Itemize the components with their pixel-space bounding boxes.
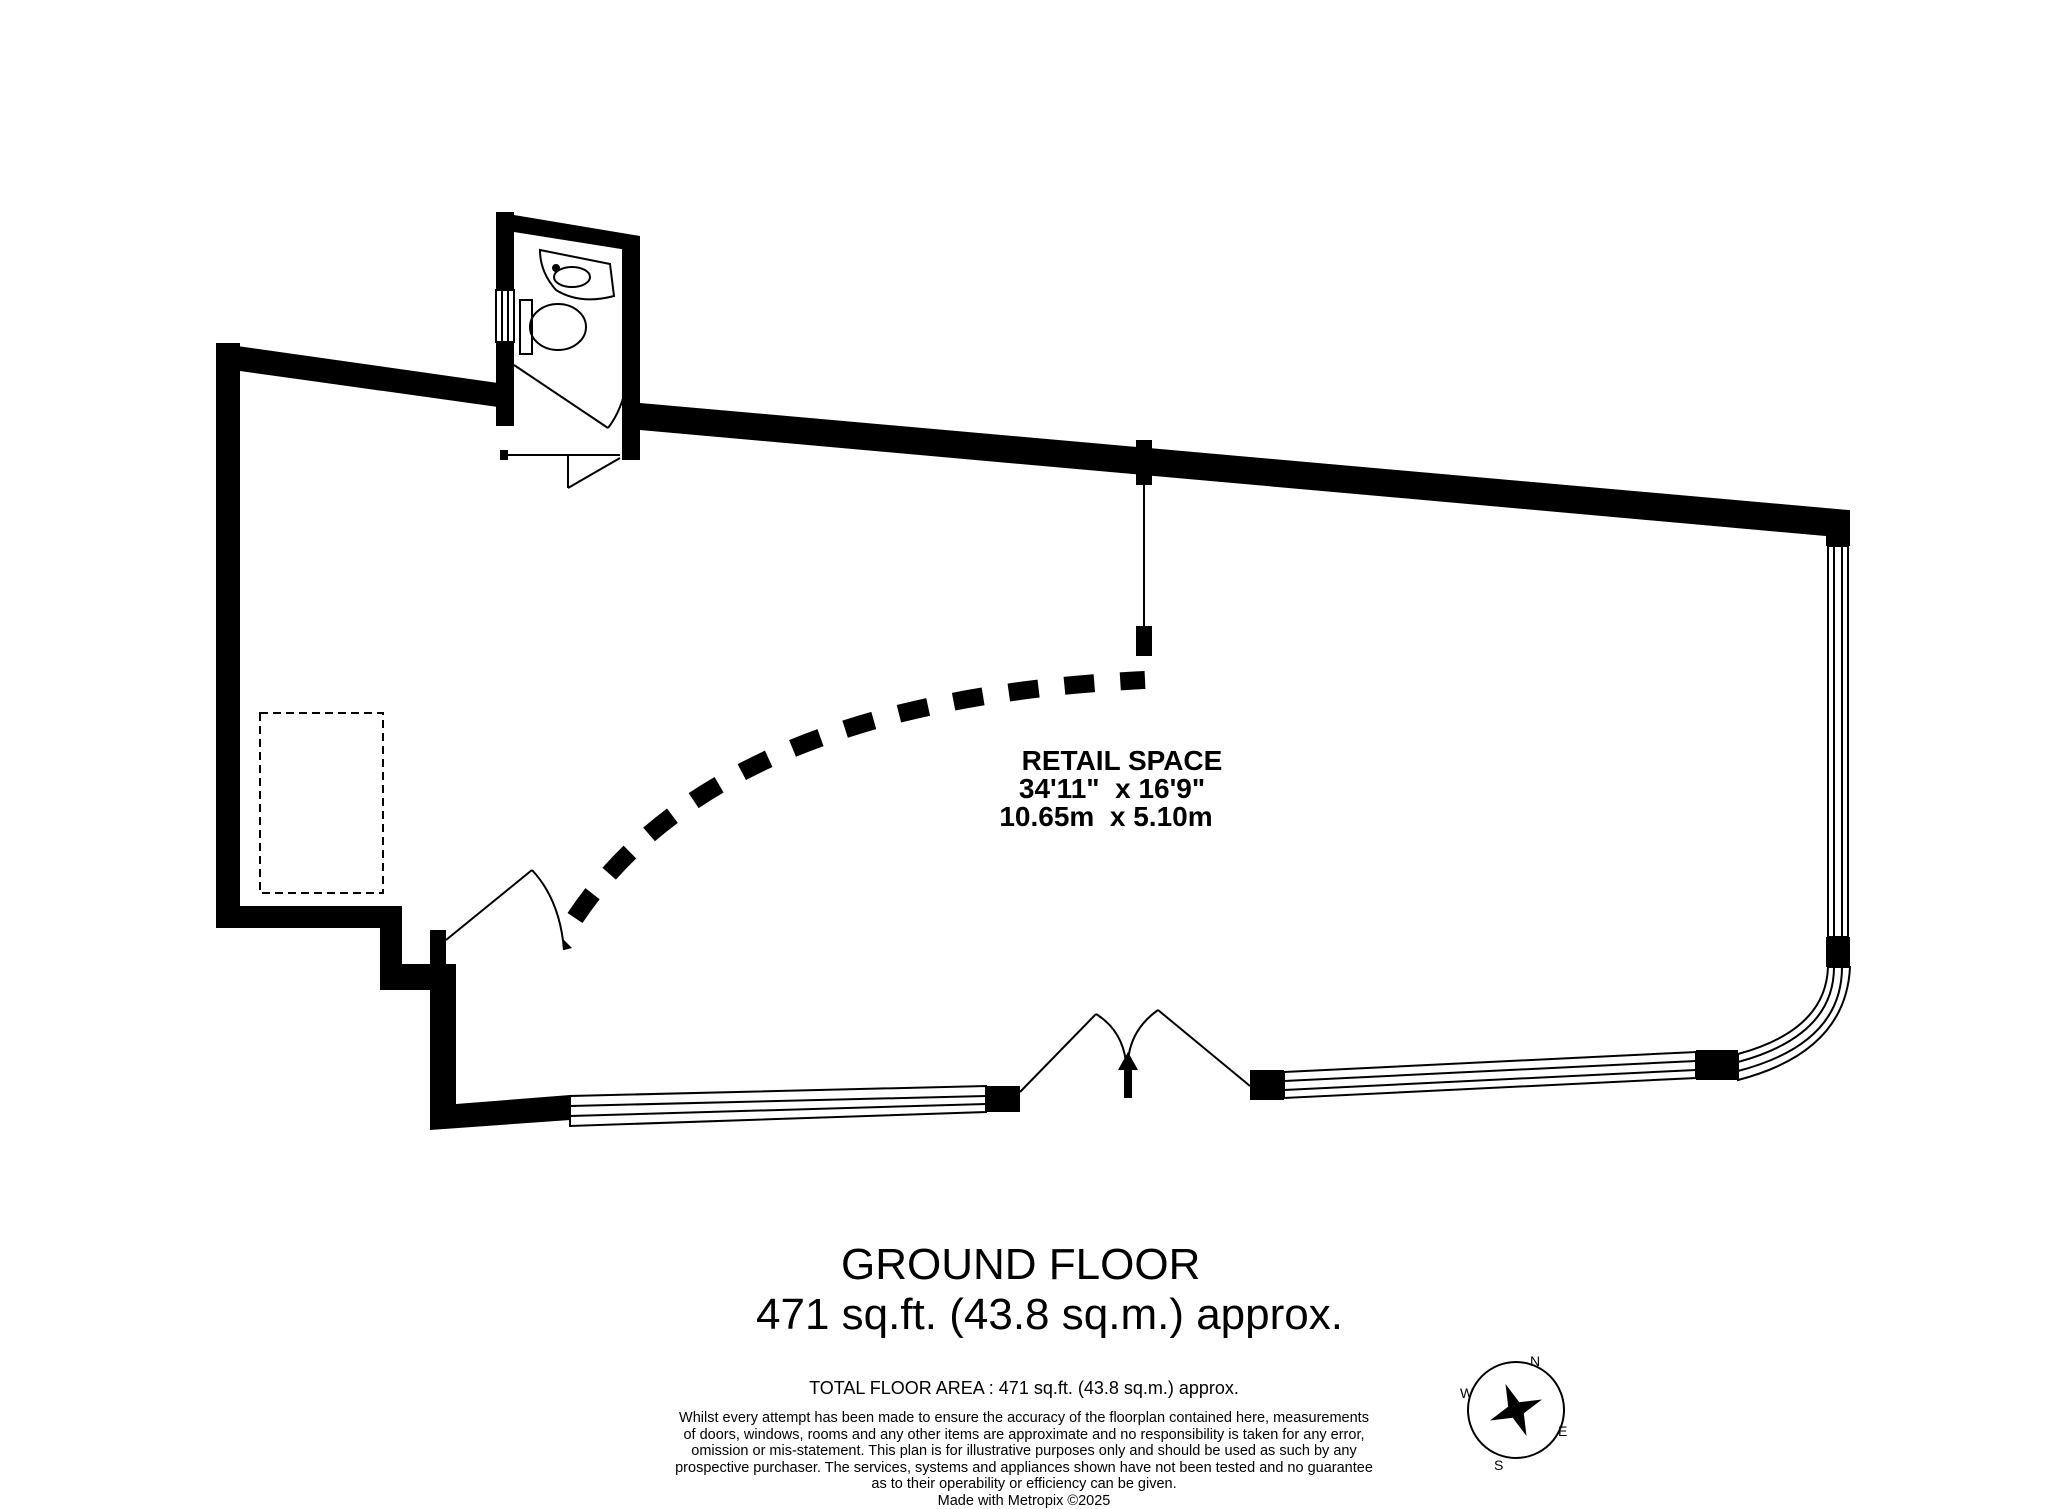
floor-area: 471 sq.ft. (43.8 sq.m.) approx. [756,1290,1343,1340]
west-wall [216,343,240,928]
compass-n: N [1530,1353,1540,1369]
compass-e: E [1558,1423,1567,1439]
floor-title: GROUND FLOOR [841,1240,1200,1290]
wc-wall-stub [496,406,514,426]
made-with: Made with Metropix ©2025 [674,1493,1374,1509]
entrance-arrow-icon [1118,1052,1138,1098]
compass-s: S [1494,1457,1503,1473]
door-leaf [446,870,532,940]
disclaimer-text: Whilst every attempt has been made to en… [675,1410,1373,1492]
wc-wall-stub-2 [622,424,640,460]
window-east [1828,546,1848,937]
north-wall [640,403,1848,538]
entrance-door-left [1020,1014,1096,1092]
wc-fixtures [520,250,614,354]
room-dimensions-metric: 10.65m x 5.10m [999,801,1212,832]
walls [216,212,1850,1130]
basin-icon [540,250,614,299]
room-dimensions-imperial: 34'11" x 16'9" [1019,773,1205,804]
wall-stub [430,940,446,970]
wc-east-wall [622,236,640,440]
south-west-wall [216,906,398,928]
display-area [260,713,383,893]
window-south-right [1284,1052,1696,1098]
entrance-door-right [1158,1010,1250,1086]
total-floor-area: TOTAL FLOOR AREA : 471 sq.ft. (43.8 sq.m… [0,1378,2048,1399]
wc-door-leaf [514,365,608,428]
partition-end [1136,626,1152,656]
partition-stub [1136,440,1152,485]
disclaimer: Whilst every attempt has been made to en… [674,1410,1374,1509]
room-name: RETAIL SPACE [1022,745,1223,776]
east-wall-cap-bottom [1826,937,1850,967]
window-jamb [1696,1050,1738,1080]
door-swing [532,870,564,950]
north-west-wall [216,343,498,407]
window-jamb [1250,1070,1284,1100]
window-jamb [986,1086,1020,1112]
toilet-bowl-icon [530,304,586,350]
compass-icon: N E S W [1460,1353,1567,1473]
window-wc [496,290,514,342]
east-wall-cap-top [1826,510,1850,546]
recess-wall-2 [424,964,456,1104]
wc-north-wall [496,212,640,252]
